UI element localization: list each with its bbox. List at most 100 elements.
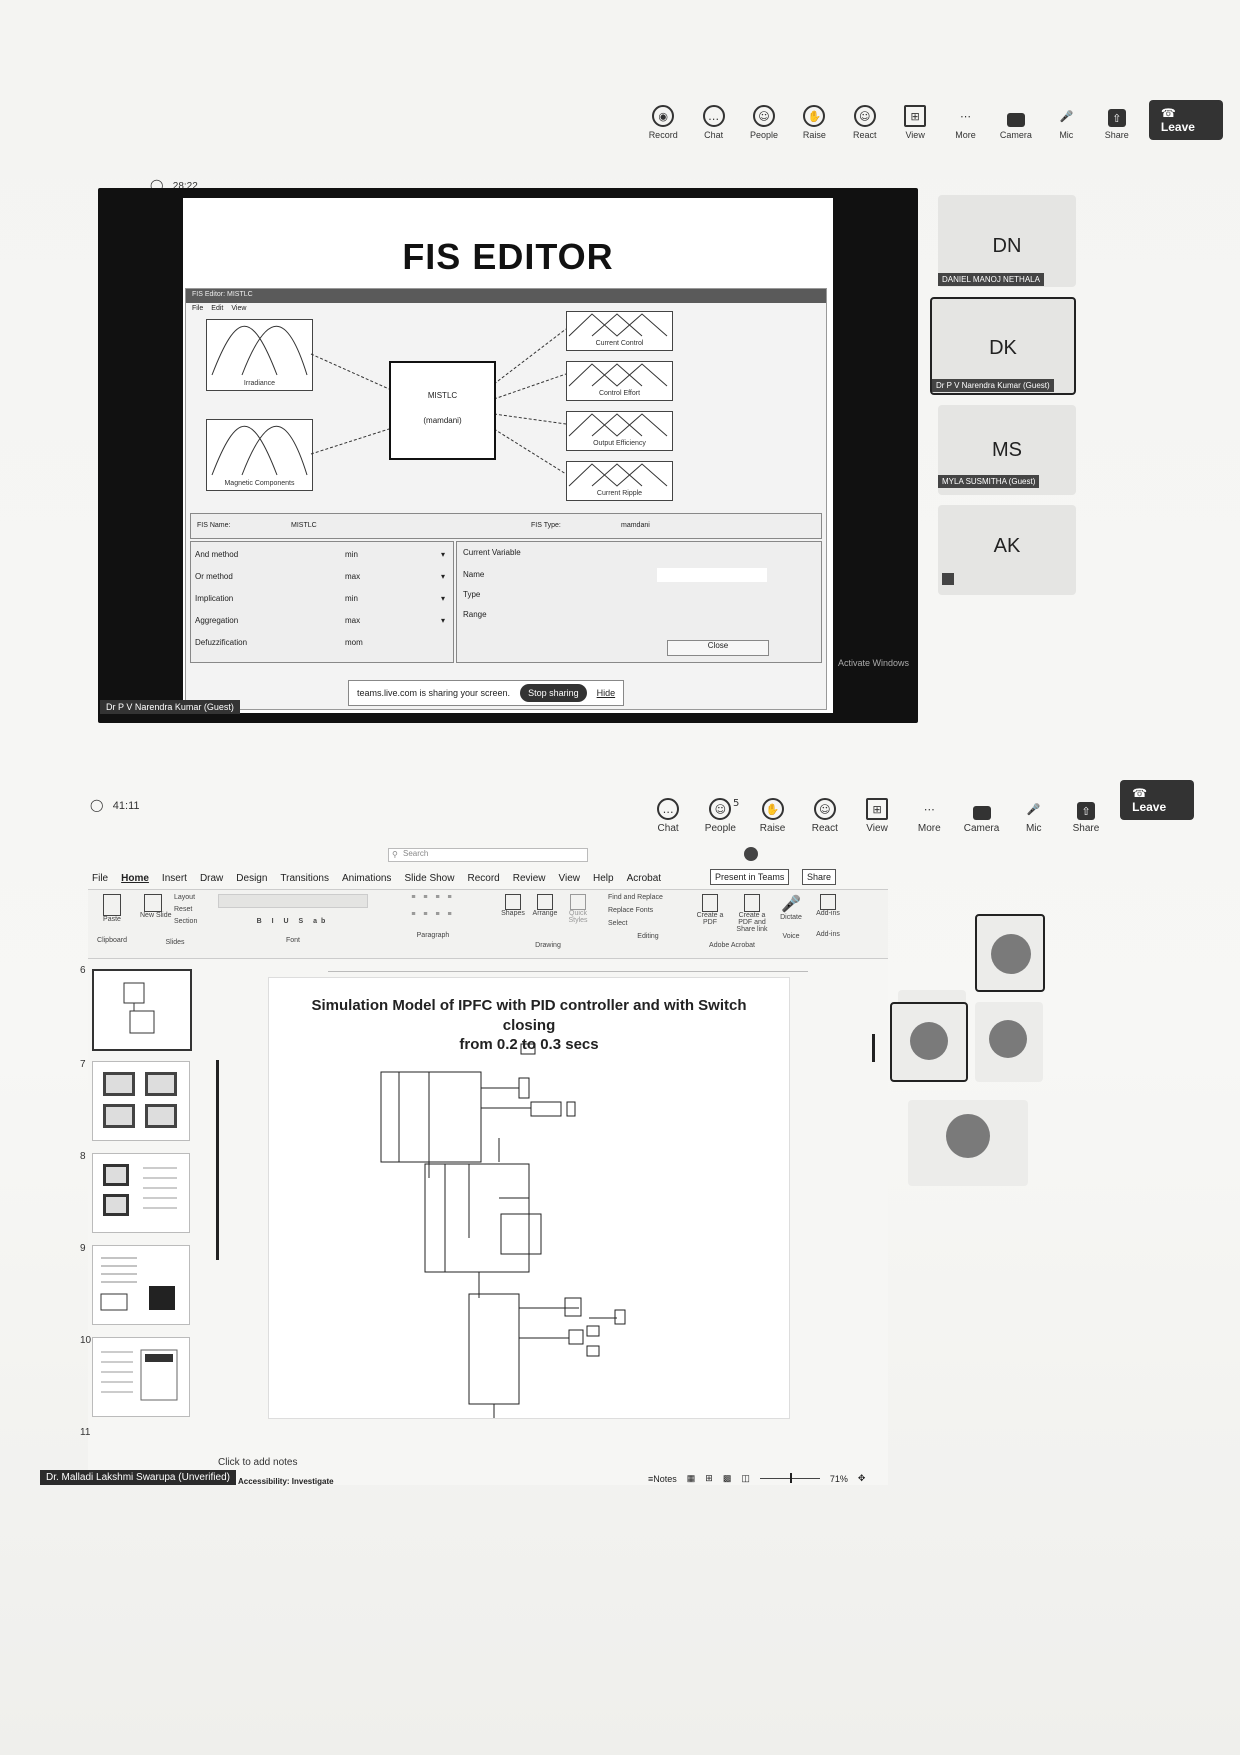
find-replace-button[interactable]: Find and Replace (608, 894, 663, 901)
slide-thumb-9[interactable] (92, 1245, 190, 1325)
status-accessibility[interactable]: Accessibility: Investigate (238, 1477, 334, 1486)
output-block-1[interactable]: Current Control (566, 311, 673, 351)
tab-review[interactable]: Review (512, 873, 546, 884)
font-name-box[interactable] (218, 894, 368, 908)
tab-animations[interactable]: Animations (341, 873, 392, 884)
menu-view[interactable]: View (231, 305, 247, 312)
tab-file[interactable]: File (92, 873, 109, 884)
cv-name-field[interactable] (657, 568, 767, 582)
slide-thumb-6[interactable] (92, 969, 192, 1051)
output-block-4[interactable]: Current Ripple (566, 461, 673, 501)
share-button[interactable]: ⇧Share (1099, 109, 1135, 140)
hide-link[interactable]: Hide (596, 688, 616, 698)
shapes-button[interactable]: Shapes (498, 894, 528, 917)
menu-file[interactable]: File (192, 305, 204, 312)
notes-button[interactable]: ≡Notes (648, 1473, 677, 1484)
participant-tile-5[interactable] (908, 1100, 1028, 1186)
output-block-2[interactable]: Control Effort (566, 361, 673, 401)
menu-edit[interactable]: Edit (211, 305, 224, 312)
present-in-teams-button[interactable]: Present in Teams (710, 869, 790, 885)
view-button[interactable]: ⊞View (859, 798, 895, 834)
share-doc-button[interactable]: Share (802, 869, 837, 885)
font-format-buttons[interactable]: B I U S ab (256, 918, 330, 925)
participant-tile-ms[interactable]: MS MYLA SUSMITHA (Guest) (938, 405, 1076, 495)
chat-button[interactable]: …Chat (650, 798, 686, 834)
slide-thumb-7[interactable] (92, 1061, 190, 1141)
slide-canvas[interactable]: Simulation Model of IPFC with PID contro… (268, 977, 790, 1419)
tab-transitions[interactable]: Transitions (280, 873, 329, 884)
camera-button[interactable]: Camera (963, 806, 999, 834)
participant-tile-dn[interactable]: DN DANIEL MANOJ NETHALA (938, 195, 1076, 287)
mic-button[interactable]: 🎤Mic (1048, 105, 1084, 141)
input-block-irradiance[interactable]: Irradiance (206, 319, 313, 391)
share-button[interactable]: ⇧Share (1068, 802, 1104, 834)
reading-view-icon[interactable]: ▩ (722, 1473, 732, 1483)
notes-placeholder[interactable]: Click to add notes (218, 1457, 298, 1468)
and-method-select[interactable]: min (345, 550, 358, 559)
participant-tile-ak[interactable]: AK (938, 505, 1076, 595)
react-button[interactable]: ☺React (807, 798, 843, 834)
tab-draw[interactable]: Draw (199, 873, 224, 884)
slide-thumb-10[interactable] (92, 1337, 190, 1417)
leave-button[interactable]: ☎ Leave (1120, 780, 1195, 820)
tab-view[interactable]: View (558, 873, 581, 884)
implication-select[interactable]: min (345, 594, 358, 603)
more-button[interactable]: ⋯More (947, 105, 983, 141)
search-input[interactable]: ⚲ Search (388, 848, 588, 862)
addins-icon[interactable] (820, 894, 836, 910)
tab-design[interactable]: Design (236, 873, 268, 884)
zoom-slider[interactable] (759, 1473, 820, 1483)
fis-name-value[interactable]: MISTLC (291, 522, 317, 529)
output-block-3[interactable]: Output Efficiency (566, 411, 673, 451)
side-scroll-handle[interactable] (872, 1034, 875, 1062)
paragraph-buttons[interactable]: ≡ ≡ ≡ ≡ (411, 894, 455, 901)
raise-button[interactable]: ✋Raise (754, 798, 790, 834)
tab-acrobat[interactable]: Acrobat (626, 873, 662, 884)
raise-button[interactable]: ✋Raise (796, 105, 832, 140)
new-slide-icon[interactable] (144, 894, 162, 912)
tab-insert[interactable]: Insert (161, 873, 187, 884)
input-block-magnetic[interactable]: Magnetic Components (206, 419, 313, 491)
user-avatar[interactable] (744, 847, 758, 861)
replace-fonts-button[interactable]: Replace Fonts (608, 907, 654, 914)
presenter-view-icon[interactable]: ◫ (741, 1473, 750, 1483)
camera-button[interactable]: Camera (998, 113, 1034, 140)
select-button[interactable]: Select (608, 920, 628, 927)
tab-home[interactable]: Home (121, 873, 149, 884)
tab-slide-show[interactable]: Slide Show (404, 873, 455, 884)
people-button[interactable]: ☺People (746, 105, 782, 140)
slide-thumb-8[interactable] (92, 1153, 190, 1233)
dictate-icon[interactable]: 🎤 (781, 896, 801, 913)
normal-view-icon[interactable]: ▦ (686, 1473, 696, 1483)
quick-styles-button[interactable]: Quick Styles (562, 894, 594, 924)
participant-tile-3[interactable] (890, 1002, 968, 1082)
leave-button[interactable]: ☎ Leave (1148, 100, 1224, 140)
zoom-thumb[interactable] (789, 1473, 792, 1483)
mic-button[interactable]: 🎤Mic (1016, 798, 1052, 835)
thumbnail-scrollbar[interactable] (216, 1060, 219, 1260)
tab-help[interactable]: Help (593, 873, 614, 884)
tab-record[interactable]: Record (467, 873, 500, 884)
paste-icon[interactable] (103, 894, 121, 916)
arrange-button[interactable]: Arrange (530, 894, 560, 917)
aggregation-select[interactable]: max (345, 616, 361, 625)
record-button[interactable]: ◉Record (645, 105, 681, 140)
fit-slide-icon[interactable]: ✥ (857, 1473, 866, 1483)
chat-button[interactable]: …Chat (695, 105, 731, 140)
slide-sorter-icon[interactable]: ⊞ (705, 1473, 713, 1483)
fis-system-box[interactable]: MISTLC (mamdani) (389, 361, 496, 460)
or-method-select[interactable]: max (345, 572, 361, 581)
stop-sharing-button[interactable]: Stop sharing (520, 684, 587, 702)
view-button[interactable]: ⊞View (897, 105, 933, 140)
create-pdf-button[interactable]: Create a PDF (692, 894, 728, 926)
more-button[interactable]: ⋯More (911, 798, 947, 835)
close-button[interactable]: Close (667, 640, 769, 656)
participant-tile-4[interactable] (975, 1002, 1043, 1082)
align-buttons[interactable]: ≡ ≡ ≡ ≡ (411, 911, 455, 918)
react-button[interactable]: ☺React (847, 105, 883, 140)
defuzz-select[interactable]: mom (345, 638, 363, 647)
participant-tile-2[interactable] (975, 914, 1045, 992)
participant-tile-dk[interactable]: DK Dr P V Narendra Kumar (Guest) (930, 297, 1076, 395)
create-pdf-share-button[interactable]: Create a PDF and Share link (732, 894, 772, 933)
